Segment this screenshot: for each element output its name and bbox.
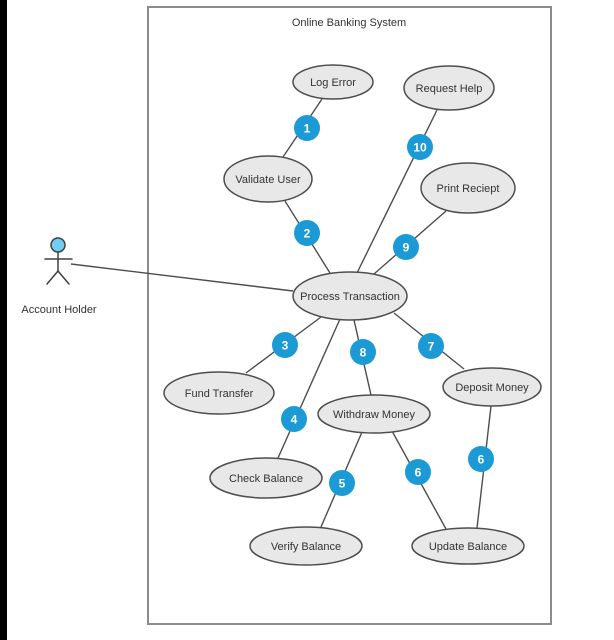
sequence-badge-10[interactable]: 10: [407, 134, 433, 160]
actor-leg-right: [57, 270, 70, 285]
usecase-log-error[interactable]: Log Error: [292, 64, 374, 100]
sequence-badge-circle-6[interactable]: [405, 459, 431, 485]
usecase-update-balance[interactable]: Update Balance: [411, 527, 525, 565]
sequence-badge-circle-6[interactable]: [468, 446, 494, 472]
sequence-badge-number: 10: [413, 141, 427, 155]
usecase-withdraw-money[interactable]: Withdraw Money: [317, 394, 431, 434]
sequence-badge-circle-4[interactable]: [281, 406, 307, 432]
sequence-badge-1[interactable]: 1: [294, 115, 320, 141]
usecase-ellipse-validate-user[interactable]: [223, 155, 313, 203]
sequence-badge-number: 6: [415, 466, 422, 480]
usecase-label-withdraw-money: Withdraw Money: [333, 409, 415, 421]
usecase-request-help[interactable]: Request Help: [403, 65, 495, 111]
usecase-ellipse-verify-balance[interactable]: [249, 526, 363, 566]
sequence-badge-6[interactable]: 6: [405, 459, 431, 485]
usecase-ellipse-log-error[interactable]: [292, 64, 374, 100]
sequence-badge-circle-10[interactable]: [407, 134, 433, 160]
usecase-deposit-money[interactable]: Deposit Money: [442, 367, 542, 407]
usecase-ellipse-deposit-money[interactable]: [442, 367, 542, 407]
system-boundary[interactable]: [147, 6, 552, 625]
sequence-badge-5[interactable]: 5: [329, 470, 355, 496]
association-line-account-holder--process-transaction[interactable]: [70, 263, 294, 292]
usecase-fund-transfer[interactable]: Fund Transfer: [163, 371, 275, 415]
sequence-badge-6[interactable]: 6: [468, 446, 494, 472]
sequence-badge-number: 4: [291, 413, 298, 427]
sequence-badge-circle-7[interactable]: [418, 333, 444, 359]
usecase-ellipse-fund-transfer[interactable]: [163, 371, 275, 415]
sequence-badge-number: 2: [304, 227, 311, 241]
sequence-badge-circle-8[interactable]: [350, 339, 376, 365]
usecase-label-print-reciept: Print Reciept: [437, 183, 500, 195]
sequence-badge-number: 5: [339, 477, 346, 491]
badges-layer: 1 2 10 9 3 4 8 7 5 6 6: [272, 115, 494, 496]
usecase-ellipse-process-transaction[interactable]: [292, 271, 408, 321]
system-title: Online Banking System: [292, 17, 406, 29]
actor-leg-left: [46, 270, 59, 285]
sequence-badge-number: 7: [428, 340, 435, 354]
usecase-label-update-balance: Update Balance: [429, 541, 507, 553]
usecase-validate-user[interactable]: Validate User: [223, 155, 313, 203]
actor-label: Account Holder: [21, 304, 97, 316]
usecase-label-check-balance: Check Balance: [229, 473, 303, 485]
sequence-badge-circle-5[interactable]: [329, 470, 355, 496]
sequence-badge-number: 3: [282, 339, 289, 353]
sequence-badge-number: 8: [360, 346, 367, 360]
sequence-badge-8[interactable]: 8: [350, 339, 376, 365]
usecase-ellipse-request-help[interactable]: [403, 65, 495, 111]
usecase-verify-balance[interactable]: Verify Balance: [249, 526, 363, 566]
usecase-label-log-error: Log Error: [310, 77, 356, 89]
sequence-badge-number: 1: [304, 122, 311, 136]
usecase-print-reciept[interactable]: Print Reciept: [420, 162, 516, 214]
usecase-label-deposit-money: Deposit Money: [455, 382, 529, 394]
sequence-badge-9[interactable]: 9: [393, 234, 419, 260]
sequence-badge-circle-2[interactable]: [294, 220, 320, 246]
sequence-badge-circle-3[interactable]: [272, 332, 298, 358]
sequence-badge-7[interactable]: 7: [418, 333, 444, 359]
sequence-badge-number: 6: [478, 453, 485, 467]
sequence-badge-2[interactable]: 2: [294, 220, 320, 246]
sequence-badge-number: 9: [403, 241, 410, 255]
usecase-check-balance[interactable]: Check Balance: [209, 457, 323, 499]
actor-account-holder[interactable]: Account Holder: [21, 237, 97, 316]
usecase-label-process-transaction: Process Transaction: [300, 291, 400, 303]
usecase-process-transaction[interactable]: Process Transaction: [292, 271, 408, 321]
usecase-ellipse-print-reciept[interactable]: [420, 162, 516, 214]
left-edge-strip: [0, 0, 7, 640]
association-line-process-transaction--check-balance[interactable]: [277, 318, 341, 459]
usecase-ellipse-check-balance[interactable]: [209, 457, 323, 499]
usecase-ellipse-update-balance[interactable]: [411, 527, 525, 565]
actor-head-icon[interactable]: [50, 237, 66, 253]
sequence-badge-circle-9[interactable]: [393, 234, 419, 260]
usecase-label-request-help: Request Help: [416, 83, 483, 95]
sequence-badge-3[interactable]: 3: [272, 332, 298, 358]
sequence-badge-4[interactable]: 4: [281, 406, 307, 432]
usecase-ellipse-withdraw-money[interactable]: [317, 394, 431, 434]
usecase-label-verify-balance: Verify Balance: [271, 541, 341, 553]
sequence-badge-circle-1[interactable]: [294, 115, 320, 141]
actor-layer: Account Holder: [21, 237, 97, 316]
usecase-label-fund-transfer: Fund Transfer: [185, 388, 254, 400]
usecase-label-validate-user: Validate User: [235, 174, 301, 186]
